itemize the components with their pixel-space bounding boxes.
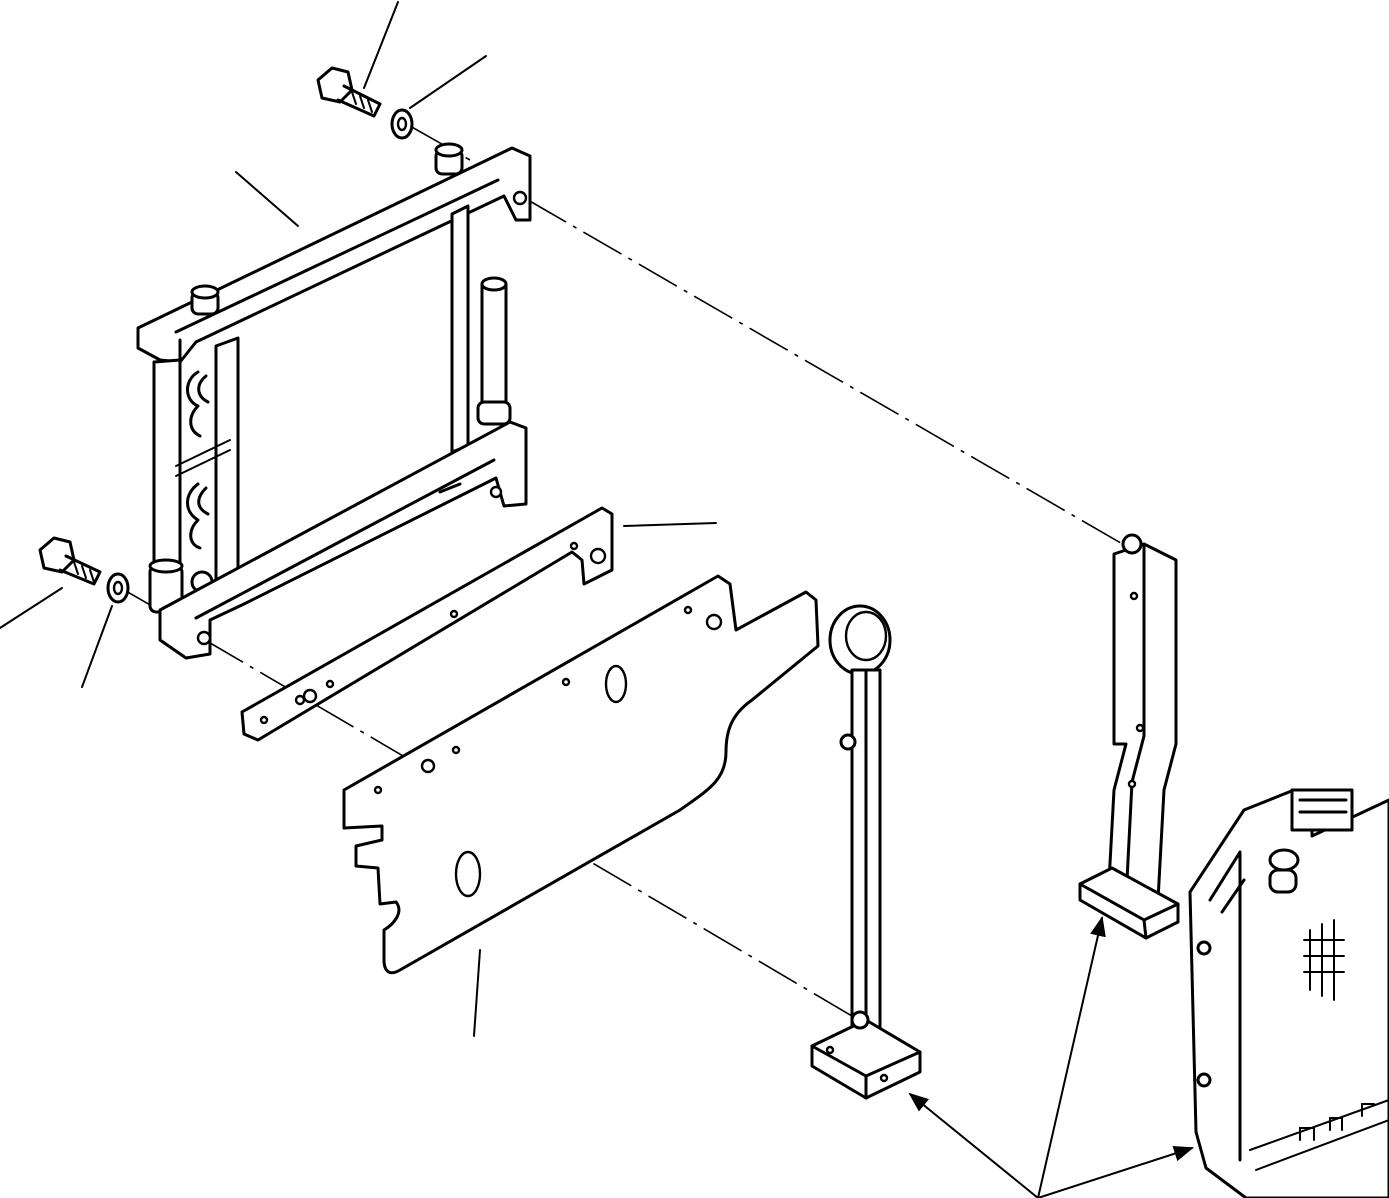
washer-top [390, 108, 414, 140]
align-line-washer-top [409, 125, 471, 161]
leader-lines [0, 1, 717, 1037]
bolt-bottom [38, 536, 102, 586]
tall-bracket [1078, 533, 1180, 940]
arrow-to-stand [908, 1092, 1039, 1198]
pointer-arrows [908, 916, 1194, 1198]
align-line-upper [527, 199, 1127, 547]
mounting-frame [136, 142, 532, 660]
support-stand [810, 604, 922, 1100]
washer-bottom [106, 572, 130, 604]
leader-frame [235, 171, 299, 227]
leader-bolt-bottom [0, 587, 63, 629]
flat-bar [240, 506, 614, 742]
leader-washer-bottom [81, 605, 113, 688]
arrow-to-tall-bracket [1037, 916, 1106, 1198]
leader-bar [623, 522, 717, 527]
leader-bolt-top [363, 1, 399, 89]
arrow-to-machine [1037, 1145, 1194, 1198]
bolt-top [316, 66, 382, 118]
leader-washer-top [409, 55, 487, 109]
machine-side [1188, 788, 1389, 1198]
cover-plate [342, 574, 820, 975]
leader-plate [473, 949, 481, 1037]
